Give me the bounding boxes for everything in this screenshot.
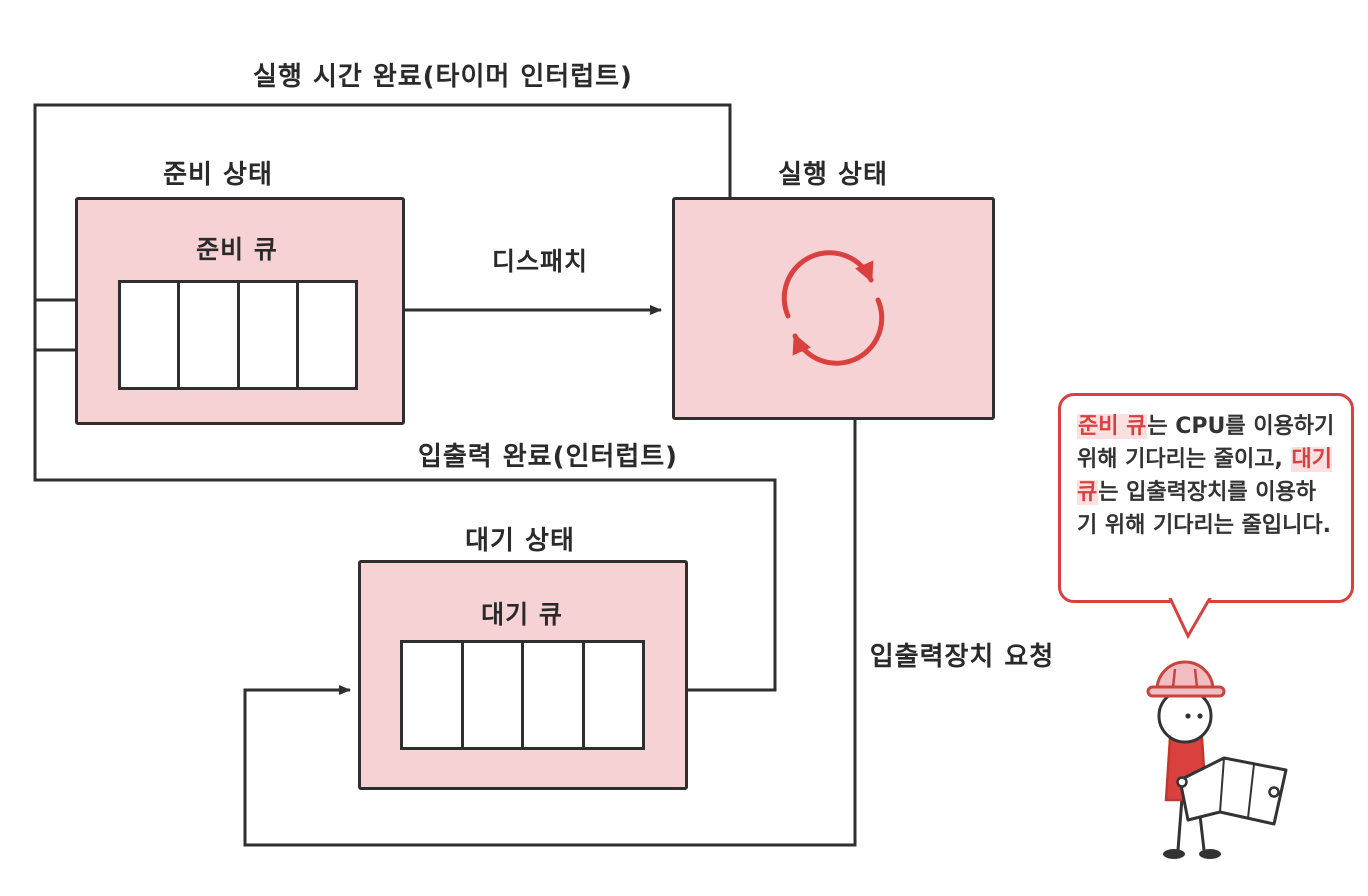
circular-arrows-icon (781, 250, 885, 366)
ready-queue-label: 준비 큐 (196, 235, 278, 264)
bubble-text: 는 입출력장치를 이용하기 위해 기다리는 줄입니다. (1077, 480, 1331, 538)
queue-cell (240, 283, 299, 387)
speech-bubble-tail (1168, 598, 1212, 640)
waiting-queue (400, 640, 645, 750)
io-request-label: 입출력장치 요청 (869, 642, 1055, 672)
waiting-queue-label: 대기 큐 (481, 600, 563, 629)
ready-state-label: 준비 상태 (163, 160, 273, 190)
ready-queue (118, 280, 358, 390)
dispatch-label: 디스패치 (491, 247, 589, 276)
queue-cell (180, 283, 240, 387)
waiting-state-label: 대기 상태 (465, 526, 575, 556)
queue-cell (403, 643, 464, 747)
queue-cell (464, 643, 524, 747)
queue-cell (585, 643, 643, 747)
running-state-label: 실행 상태 (778, 160, 888, 190)
ready-queue-term: 준비 큐 (1077, 414, 1148, 439)
queue-cell (121, 283, 181, 387)
queue-cell (299, 283, 355, 387)
running-state-box (672, 197, 995, 420)
timer-interrupt-label: 실행 시간 완료(타이머 인터럽트) (253, 62, 633, 92)
queue-cell (524, 643, 585, 747)
bubble-text: 는 CPU를 이용하기 위해 기다리는 줄이고, (1077, 414, 1335, 472)
io-complete-label: 입출력 완료(인터럽트) (417, 442, 679, 472)
speech-bubble: 준비 큐는 CPU를 이용하기 위해 기다리는 줄이고, 대기 큐는 입출력장치… (1058, 393, 1354, 603)
worker-reading-map (1146, 660, 1288, 859)
